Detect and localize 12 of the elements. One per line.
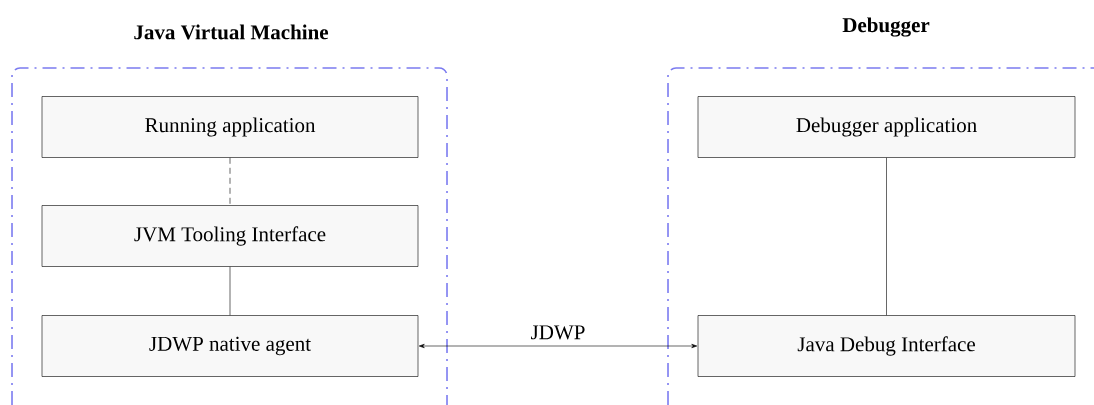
component-box: JVM Tooling Interface (41, 205, 419, 267)
component-box: Running application (41, 96, 419, 158)
group-title: Java Virtual Machine (134, 24, 329, 40)
component-box: JDWP native agent (41, 315, 419, 377)
connector (229, 266, 231, 316)
edge-label: JDWP (531, 325, 585, 340)
component-box: Java Debug Interface (697, 315, 1076, 377)
connector (886, 157, 887, 316)
component-box: Debugger application (697, 96, 1076, 158)
group-title: Debugger (842, 17, 930, 37)
connector (229, 157, 231, 206)
connector (418, 343, 698, 349)
